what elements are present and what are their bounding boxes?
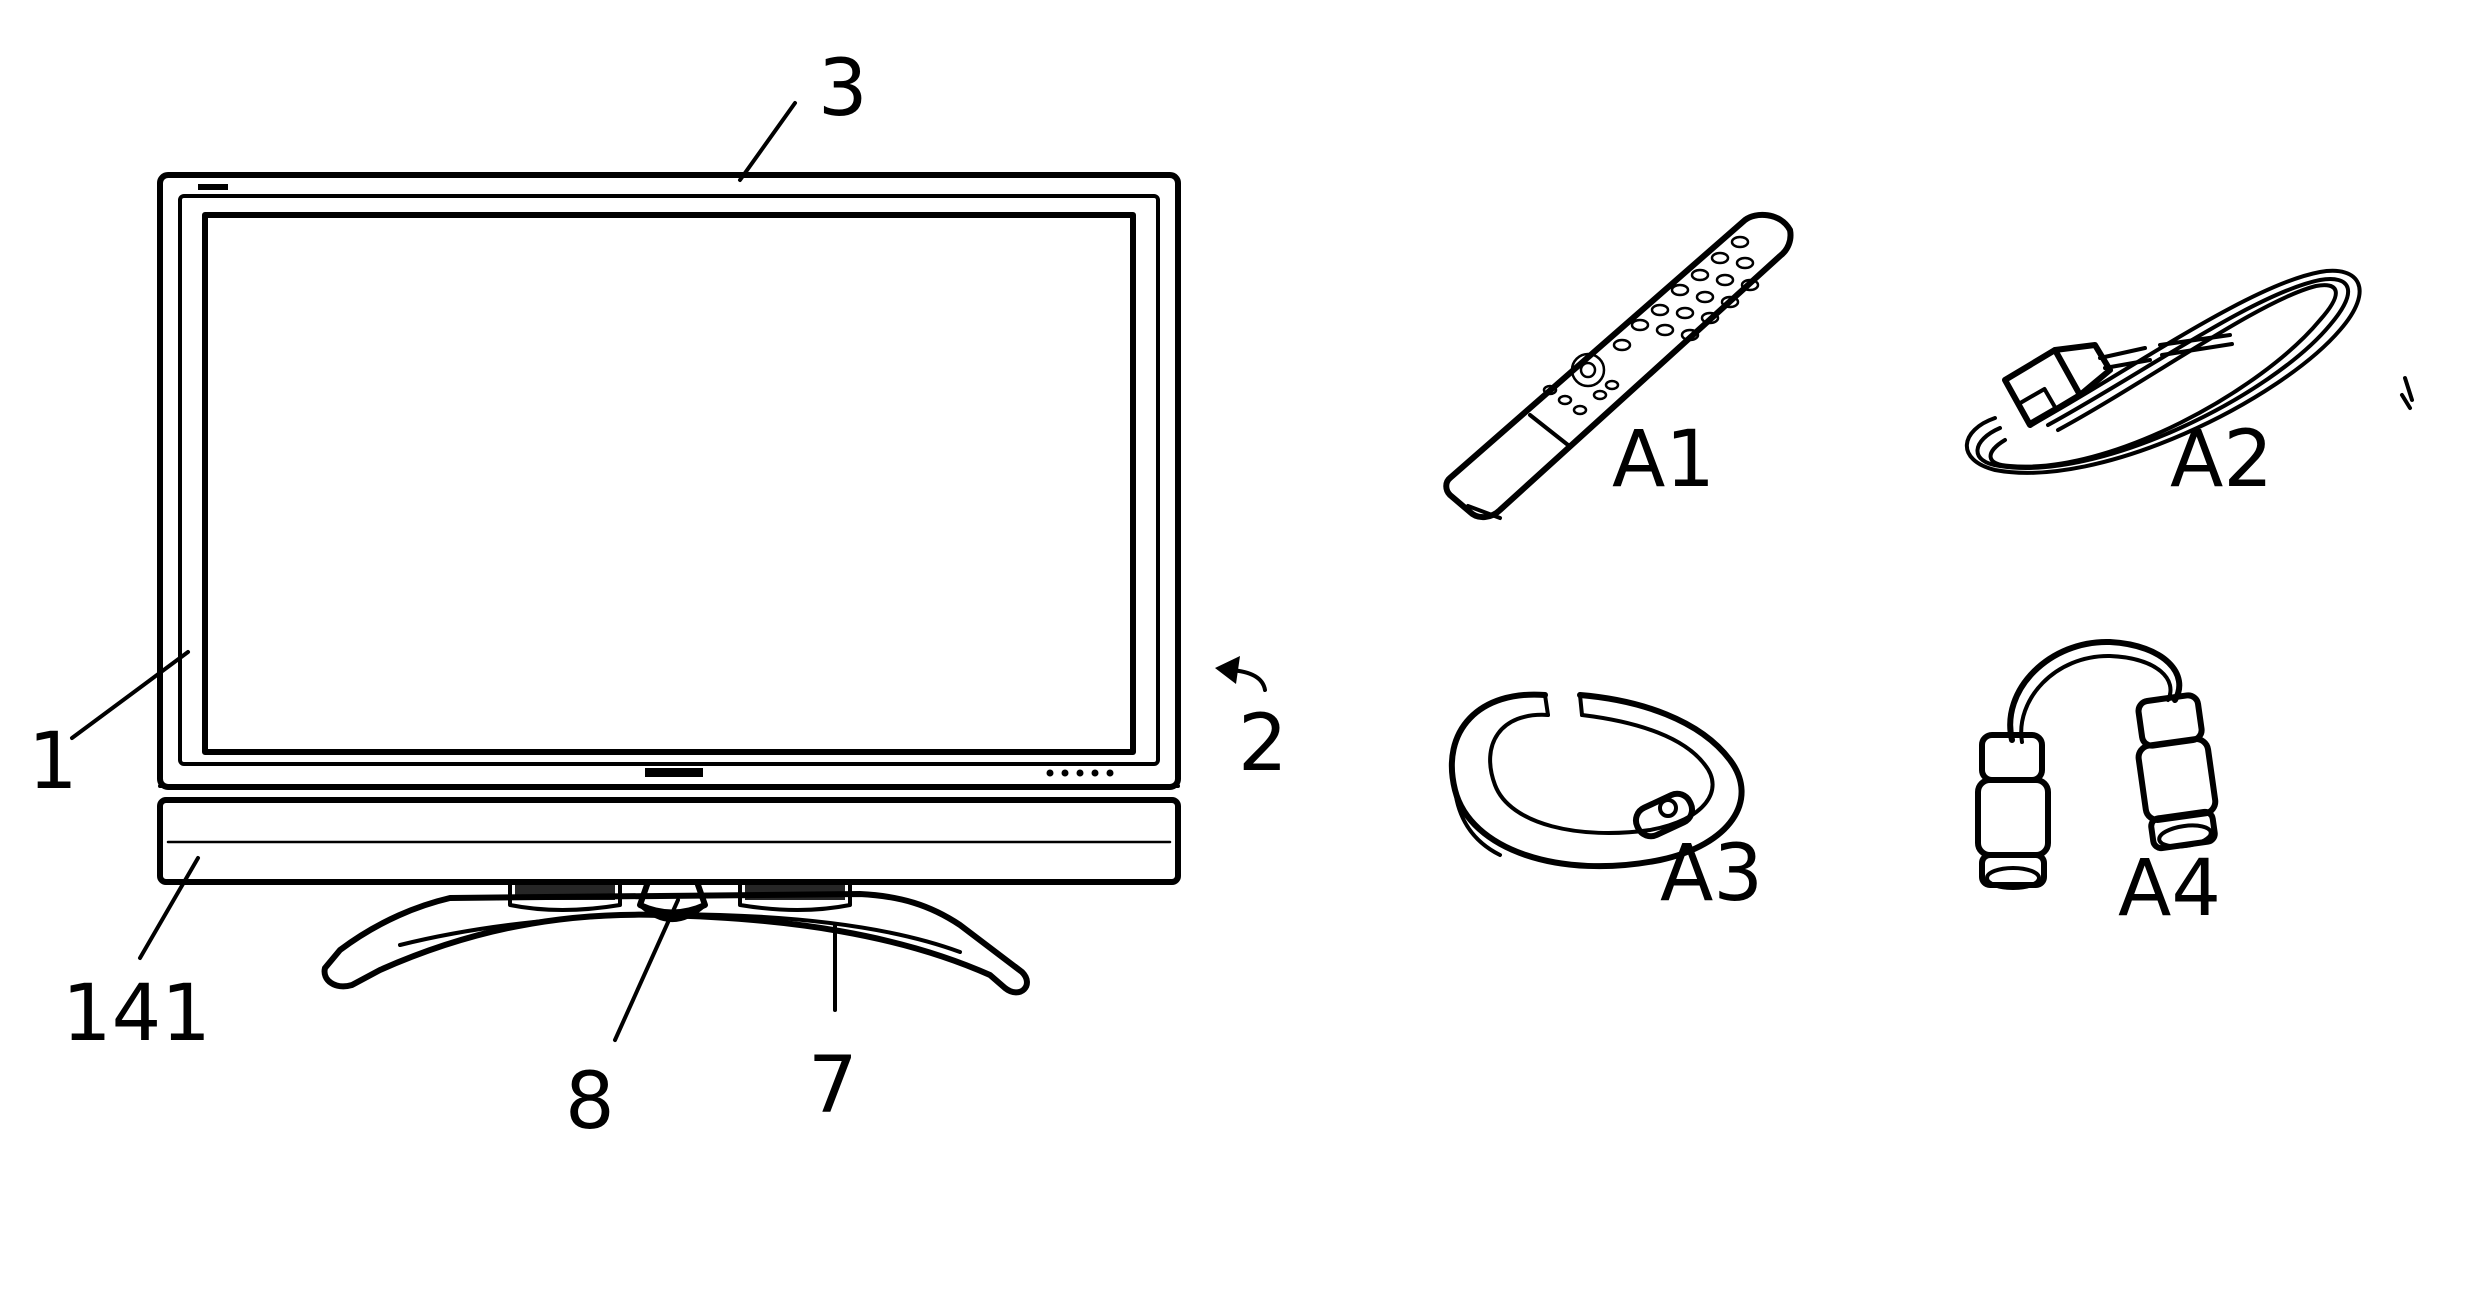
label-8: 8 [565,1057,615,1147]
label-2: 2 [1238,699,1288,789]
leader-lines [70,101,1267,1042]
brand-mark-top [198,184,228,190]
power-cord [1964,268,2362,475]
label-A1: A1 [1612,415,1715,505]
label-3: 3 [818,44,868,134]
television [157,172,1181,996]
stray-mark [2400,376,2414,410]
label-A2: A2 [2170,415,2273,505]
leader-1 [70,650,190,740]
remote-body [1443,211,1794,520]
adapter-wire [2007,638,2183,743]
brand-logo [645,768,703,777]
label-7: 7 [808,1041,858,1131]
remote-segment-line [1528,413,1570,447]
label-141: 141 [62,969,211,1059]
tv-inner-bezel [178,194,1160,766]
speaker-bar [157,797,1181,885]
cable-clamp [1448,691,1745,870]
clamp-gap [1543,693,1584,717]
control-indicators [1046,769,1114,777]
cord-loop-1 [1964,268,2362,475]
cord-loop-3 [1988,283,2338,469]
leader-8 [613,898,680,1042]
leader-3 [738,101,797,182]
adapter-wire-inner [2019,653,2173,744]
clamp-inner [1488,712,1715,835]
adapter-plug-left [1975,732,2051,890]
adapter-cable [1975,638,2219,890]
clamp-outer [1448,691,1745,870]
label-A4: A4 [2118,844,2221,934]
remote-control [1443,211,1794,520]
clamp-thickness [1453,788,1502,857]
plug-connector [2002,333,2234,428]
clamp-pin [1658,798,1678,818]
adapter-plug-right [2135,692,2219,852]
remote-edge [1466,504,1502,520]
swivel-knob [638,903,707,922]
label-1: 1 [28,717,78,807]
tv-screen [202,212,1136,755]
tv-outer-bezel [157,172,1181,790]
clamp-slot [1632,790,1696,840]
stand-base-edge [398,912,962,954]
label-A3: A3 [1660,829,1763,919]
remote-buttons [1542,235,1760,416]
leader-2-arrow [1215,656,1240,684]
leader-141 [138,856,200,960]
